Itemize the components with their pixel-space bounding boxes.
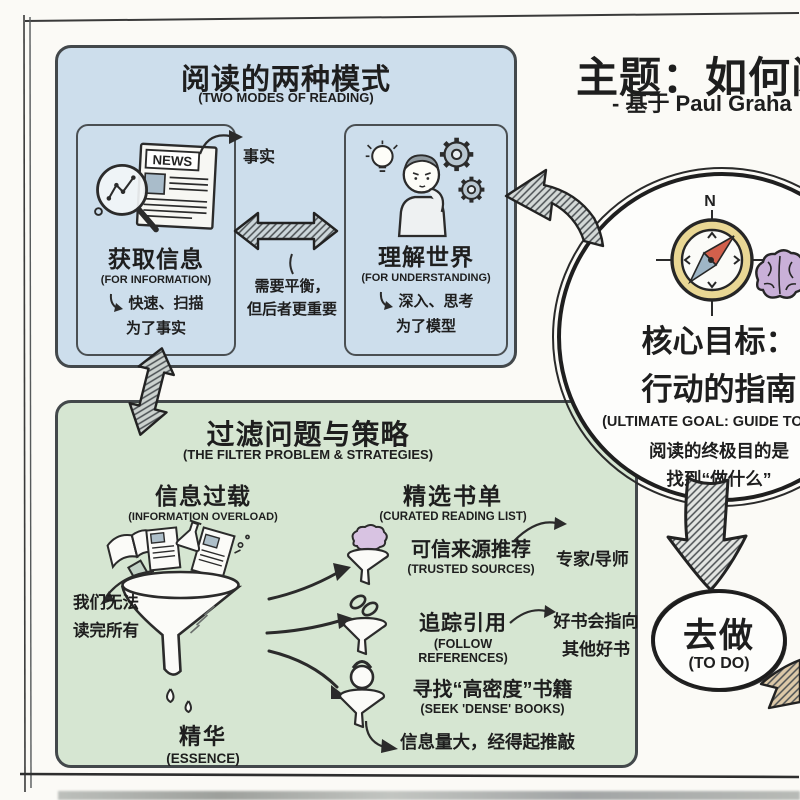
overload-subtitle: (INFORMATION OVERLOAD) [128,511,278,523]
flask-icon [175,519,202,553]
info-mode-subtitle: (FOR INFORMATION) [100,274,212,286]
trusted-sources-note: 专家/导师 [556,550,629,569]
compass-icon: N [656,193,770,316]
info-mode-box: NEWS 获取信息 (FOR INFORMATION) [76,124,236,356]
news-magnifier-icon: NEWS [94,142,218,233]
balance-double-arrow [233,211,339,251]
circle-to-modes-arrow [504,168,605,248]
cannot-read-line2: 读完所有 [73,622,139,640]
follow-references-subtitle: (FOLLOW REFERENCES) [418,637,508,665]
understanding-mode-note2: 为了模型 [395,318,456,335]
info-mode-note1: 快速、扫描 [128,295,204,312]
kettlebell-icon [349,660,375,690]
hook-arrow-icon [110,293,124,312]
trusted-sources-subtitle: (TRUSTED SOURCES) [407,562,535,576]
todo-subtitle: (TO DO) [688,655,750,672]
follow-references-note1: 好书会指向 [553,612,639,631]
lightbulb-icon [365,140,398,173]
goal-to-todo-arrow [666,476,748,592]
overload-funnel-icon [106,519,250,714]
modes-title: 阅读的两种模式 [180,64,391,96]
news-label: NEWS [152,152,192,169]
goal-title-line2: 行动的指南 [641,372,797,407]
essence-label: 精华 (ESSENCE) [148,719,258,766]
curated-header: 精选书单 (CURATED READING LIST) [363,477,543,523]
goal-subtitle: (ULTIMATE GOAL: GUIDE TO ACT [602,414,800,430]
overload-title: 信息过载 [155,483,251,509]
dense-books-label: 寻找“高密度”书籍 (SEEK 'DENSE' BOOKS) [390,673,595,716]
modes-filter-double-arrow [128,347,175,436]
goal-note-line1: 阅读的终极目的是 [649,441,789,461]
dense-books-title: 寻找“高密度”书籍 [412,679,573,701]
funnel-body [120,570,243,676]
fact-label: 事实 [243,149,276,166]
dense-books-funnel-icon [338,660,386,729]
filter-subtitle: (THE FILTER PROBLEM & STRATEGIES) [182,447,434,462]
essence-drops [166,688,192,714]
person-figure [397,154,447,238]
goal-text-block: 核心目标： 行动的指南 (ULTIMATE GOAL: GUIDE TO ACT… [560,316,800,491]
follow-references-arrow [509,605,556,624]
funnel-to-strategies-arrows [265,563,355,699]
fact-curved-arrow [198,130,243,155]
follow-references-title: 追踪引用 [419,612,507,635]
balance-tick [289,253,294,275]
cannot-read-line1: 我们无法 [73,594,139,612]
page-title: 主题：如何阅 [576,54,800,101]
trusted-sources-arrow [513,517,567,542]
dense-books-note: 信息量大，经得起推敲 [400,732,575,752]
follow-references-note: 好书会指向 其他好书 [548,607,644,660]
understanding-mode-box: 理解世界 (FOR UNDERSTANDING) 深入、思考 为了模型 [344,124,508,356]
dense-books-arrow [364,720,398,753]
filter-title: 过滤问题与策略 [206,419,410,450]
curated-title: 精选书单 [403,483,503,509]
essence-title: 精华 [178,724,227,749]
overload-header: 信息过载 (INFORMATION OVERLOAD) [98,477,308,523]
filter-strategies-panel: 过滤问题与策略 (THE FILTER PROBLEM & STRATEGIES… [55,400,639,768]
todo-ellipse: 去做 (TO DO) [651,589,787,692]
understanding-mode-title: 理解世界 [378,244,474,270]
mini-brain-icon [351,524,388,551]
balance-note-line1: 需要平衡， [254,278,330,295]
brain-icon [755,249,800,299]
thinking-person-icon [365,137,485,238]
follow-references-note2: 其他好书 [562,640,630,659]
trusted-sources-label: 可信来源推荐 (TRUSTED SOURCES) [396,533,546,576]
modes-subtitle: (TWO MODES OF READING) [198,90,374,105]
goal-title-line1: 核心目标： [641,324,797,359]
trusted-sources-title: 可信来源推荐 [411,539,531,561]
understanding-mode-note1: 深入、思考 [398,293,474,310]
chain-link-icon [349,594,379,617]
cannot-read-note: 我们无法 读完所有 [60,589,152,641]
two-modes-panel: 阅读的两种模式 (TWO MODES OF READING) NEWS [55,45,517,368]
hook-arrow-icon [380,291,394,310]
balance-note-line2: 但后者更重要 [246,301,337,318]
cannot-read-arrow [100,569,155,605]
follow-references-label: 追踪引用 (FOLLOW REFERENCES) [388,607,538,665]
todo-title: 去做 [683,617,755,655]
dense-books-subtitle: (SEEK 'DENSE' BOOKS) [420,702,565,716]
compass-n-label: N [704,193,716,210]
info-mode-note2: 为了事实 [125,320,186,337]
understanding-mode-subtitle: (FOR UNDERSTANDING) [361,272,491,284]
balance-note: 需要平衡， 但后者更重要 [200,275,384,319]
gears-icon [439,137,485,203]
curated-subtitle: (CURATED READING LIST) [379,511,527,523]
info-mode-title: 获取信息 [108,246,204,272]
trusted-sources-funnel-icon [346,524,390,586]
page-subtitle: - 基于 Paul Graha [612,91,792,116]
cropped-content-strip [58,791,800,800]
corner-arrow [759,658,800,710]
essence-subtitle: (ESSENCE) [166,751,240,766]
follow-references-funnel-icon [342,594,388,656]
